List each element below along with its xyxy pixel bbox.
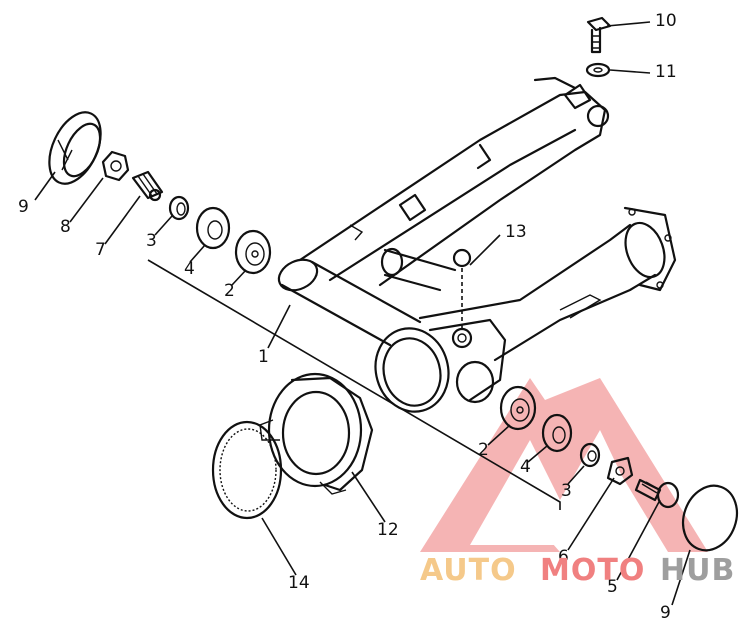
part-11-washer: [585, 62, 611, 78]
callout-c9a: 9: [18, 197, 29, 217]
part-7-pivot-shaft: [131, 170, 164, 202]
watermark-logo: [420, 378, 708, 552]
swingarm: [277, 76, 677, 413]
callout-c3b: 3: [561, 481, 572, 501]
part-2-bearing-left: [234, 229, 272, 275]
callout-c10: 10: [655, 11, 677, 31]
watermark-auto: AUTO: [420, 553, 517, 588]
part-4-oil-seal-right: [541, 413, 573, 453]
callout-c2b: 2: [478, 440, 489, 460]
part-13-cap: [452, 248, 472, 330]
callout-c13: 13: [505, 222, 527, 242]
callout-c8: 8: [60, 217, 71, 237]
part-12-chain-guard: [259, 372, 374, 495]
part-2-bearing-right: [499, 385, 537, 431]
callout-c6: 6: [558, 547, 569, 567]
axis-line: [147, 259, 561, 510]
watermark-moto: MOTO: [540, 553, 645, 588]
part-10-bolt: [586, 16, 612, 54]
callout-c1: 1: [258, 347, 269, 367]
part-3-collar-left: [168, 195, 190, 221]
callout-c5: 5: [607, 577, 618, 597]
callout-c14: 14: [288, 573, 310, 593]
callout-c12: 12: [377, 520, 399, 540]
watermark-triangle-inner: [470, 430, 655, 545]
part-9-cap-right: [681, 484, 739, 552]
part-8-nut: [101, 150, 130, 182]
watermark-hub: HUB: [660, 553, 735, 588]
callout-c9b: 9: [660, 603, 671, 623]
leader-lines: [34, 21, 691, 606]
part-6-lock-washer: [606, 456, 634, 486]
part-3-collar-right: [579, 442, 601, 468]
part-9-seal-left: [48, 111, 102, 185]
callout-c3a: 3: [146, 231, 157, 251]
callout-c11: 11: [655, 62, 677, 82]
part-4-oil-seal-left: [195, 206, 231, 250]
watermark-text: AUTO MOTO HUB: [420, 553, 735, 588]
callout-c4b: 4: [520, 457, 531, 477]
callout-c4a: 4: [184, 259, 195, 279]
part-5-pivot-bolt: [634, 478, 680, 509]
callout-c2a: 2: [224, 281, 235, 301]
part-14-ring: [211, 420, 283, 520]
callout-c7: 7: [95, 240, 106, 260]
